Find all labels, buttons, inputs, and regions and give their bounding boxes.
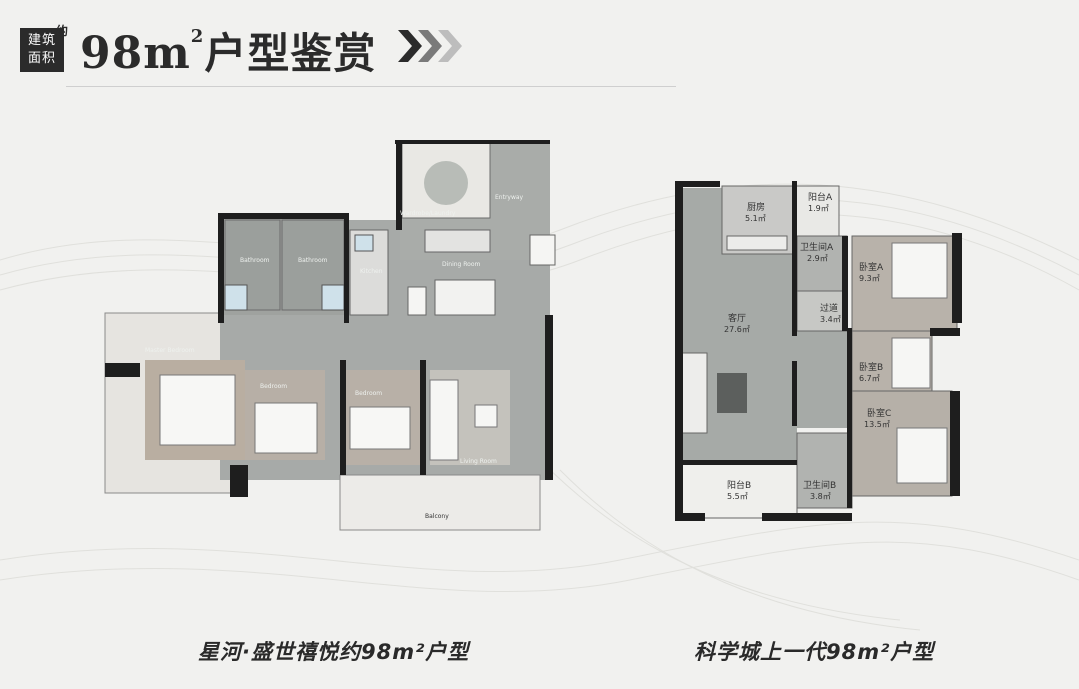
label-balcony: Balcony	[425, 513, 449, 520]
label-master-bedroom: Master Bedroom	[145, 347, 195, 354]
label-bathroom-2: Bathroom	[298, 257, 328, 264]
label-bath-a-area: 2.9㎡	[807, 254, 828, 263]
label-balcony-a-name: 阳台A	[808, 191, 833, 203]
label-bedroom-right: Bedroom	[355, 390, 382, 397]
label-entryway: Entryway	[495, 194, 524, 201]
label-bedroom-a-name: 卧室A	[859, 261, 884, 273]
label-bath-b-name: 卫生间B	[803, 479, 836, 491]
label-bedroom-a-area: 9.3㎡	[859, 274, 880, 283]
left-plan-caption: 星河·盛世禧悦约98m²户型	[198, 640, 470, 664]
label-bedroom-mid: Bedroom	[260, 383, 287, 390]
header-divider	[66, 86, 676, 87]
area-number: 98m	[80, 28, 191, 79]
badge-line-2: 面积	[27, 51, 56, 66]
right-floor-plan: 厨房 5.1㎡ 阳台A 1.9㎡ 卫生间A 2.9㎡ 卧室A 9.3㎡ 过道 3…	[675, 181, 962, 521]
label-balcony-b-name: 阳台B	[727, 479, 751, 491]
label-bath-a-name: 卫生间A	[800, 241, 834, 253]
area-badge: 建筑 面积	[20, 28, 64, 72]
title-text: 户型鉴赏	[204, 29, 377, 78]
label-bedroom-c-area: 13.5㎡	[864, 420, 890, 429]
label-corridor-name: 过道	[820, 302, 838, 314]
page-title: 98m2户型鉴赏	[80, 20, 376, 81]
label-balcony-a-area: 1.9㎡	[808, 204, 829, 213]
area-superscript: 2	[190, 26, 205, 47]
label-kitchen-area: 5.1㎡	[745, 214, 766, 223]
label-bathroom-1: Bathroom	[240, 257, 270, 264]
badge-line-1: 建筑	[27, 33, 56, 48]
label-bedroom-b-name: 卧室B	[859, 361, 883, 373]
label-kitchen-name: 厨房	[747, 201, 765, 213]
label-living-name: 客厅	[728, 312, 746, 324]
label-dining: Dining Room	[442, 261, 481, 268]
label-living-room: Living Room	[460, 458, 497, 465]
label-kitchen: Kitchen	[360, 268, 383, 275]
label-wardrobe: Wardrobe/Laundry	[400, 210, 456, 217]
label-bedroom-c-name: 卧室C	[867, 407, 891, 419]
label-living-area: 27.6㎡	[724, 325, 750, 334]
chevron-arrows-icon	[398, 30, 462, 62]
approx-label: 约	[56, 24, 69, 38]
right-plan-caption: 科学城上一代98m²户型	[694, 640, 935, 664]
label-corridor-area: 3.4㎡	[820, 315, 841, 324]
label-bedroom-b-area: 6.7㎡	[859, 374, 880, 383]
label-balcony-b-area: 5.5㎡	[727, 492, 748, 501]
left-floor-plan: Wardrobe/Laundry Entryway Bathroom Bathr…	[104, 140, 556, 531]
label-bath-b-area: 3.8㎡	[810, 492, 831, 501]
